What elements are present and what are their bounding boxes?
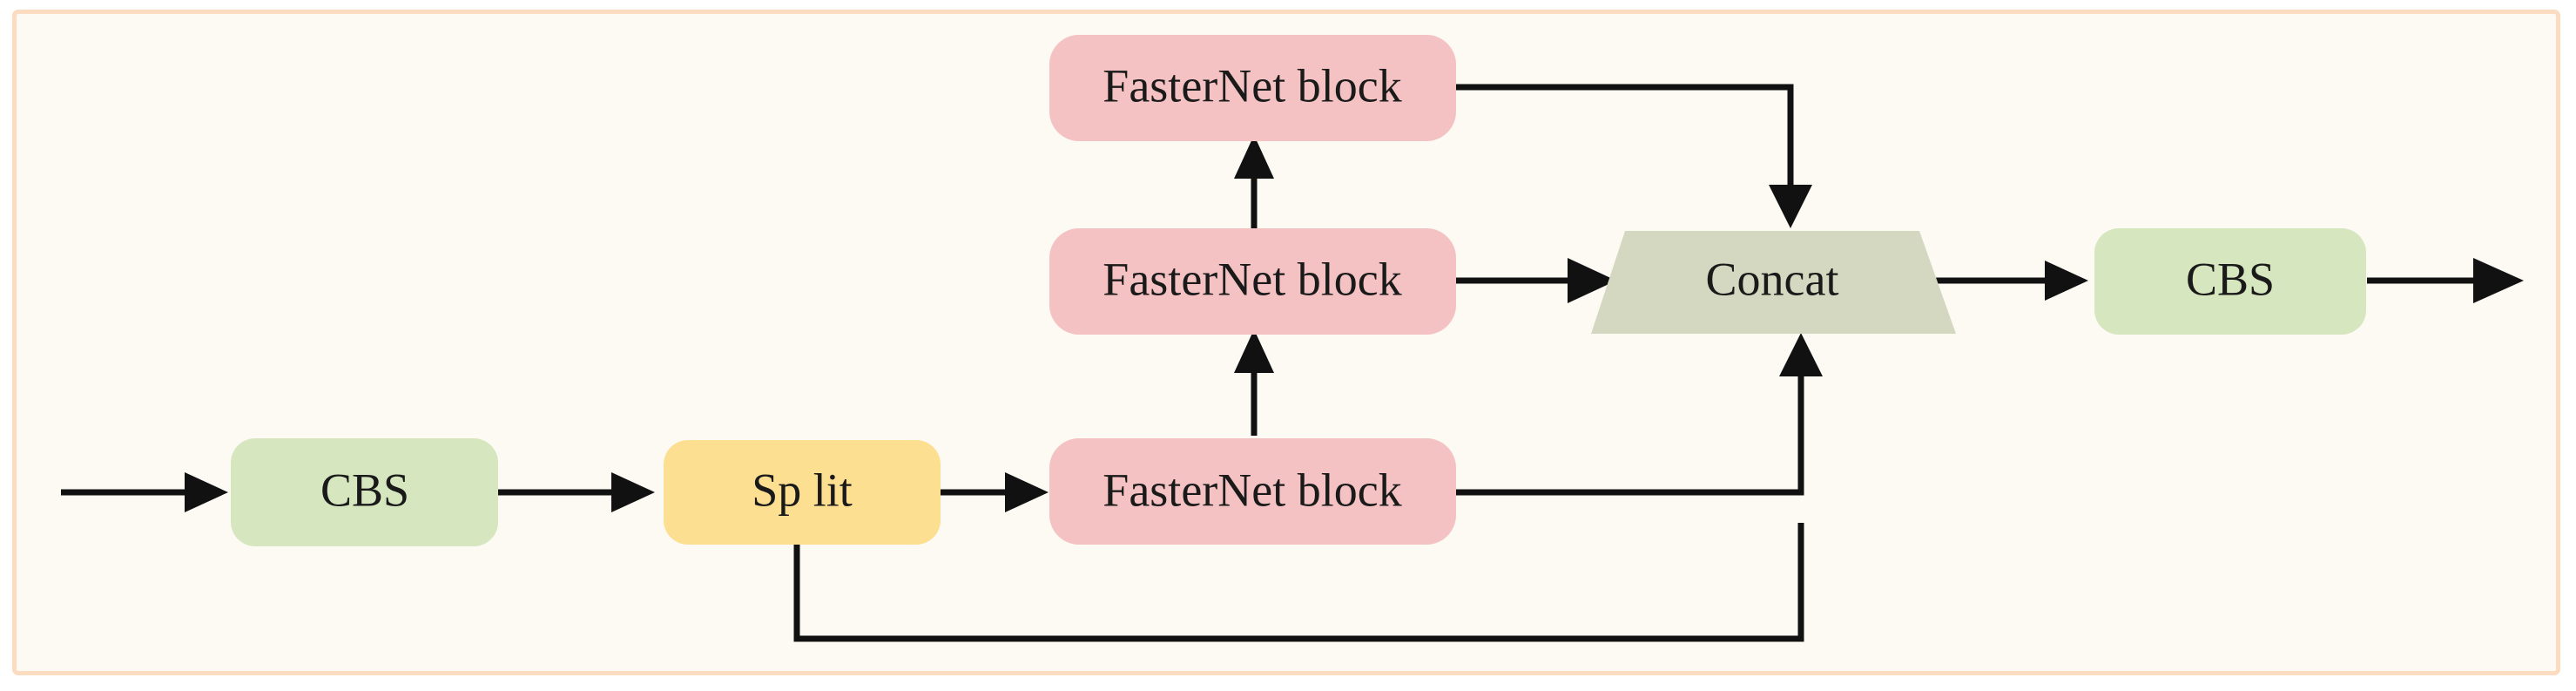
edge-concat-to-cbs-out [1925, 261, 2088, 301]
edge-cbs-out-to-output [2367, 258, 2524, 303]
concat-label: Concat [1706, 253, 1839, 305]
node-split[interactable]: Sp lit [664, 440, 941, 545]
cbs-in-label: CBS [320, 464, 409, 516]
node-fasternet-top[interactable]: FasterNet block [1049, 35, 1456, 141]
fasternet-top-label: FasterNet block [1103, 59, 1401, 112]
node-fasternet-middle[interactable]: FasterNet block [1049, 228, 1456, 335]
cbs-out-shape[interactable] [2094, 228, 2366, 335]
edge-split-bypass-to-concat [793, 523, 1804, 642]
edge-fasternet-top-to-concat [1453, 84, 1812, 228]
node-cbs-out[interactable]: CBS [2094, 228, 2366, 335]
concat-shape[interactable] [1591, 231, 1956, 334]
edge-fasternet-middle-to-concat [1453, 258, 1616, 303]
edge-split-to-fasternet-bottom [941, 472, 1049, 512]
edge-fasternet-bottom-to-concat [1453, 333, 1823, 496]
split-shape[interactable] [664, 440, 941, 545]
node-fasternet-bottom[interactable]: FasterNet block [1049, 438, 1456, 545]
fasternet-middle-shape[interactable] [1049, 228, 1456, 335]
split-label: Sp lit [752, 464, 853, 516]
fasternet-bottom-label: FasterNet block [1103, 464, 1401, 516]
node-cbs-in[interactable]: CBS [231, 438, 498, 546]
edge-input-to-cbs-in [61, 472, 228, 512]
fasternet-bottom-shape[interactable] [1049, 438, 1456, 545]
edge-cbs-in-to-split [498, 472, 655, 512]
cbs-out-label: CBS [2186, 253, 2275, 305]
edge-fasternet-bottom-to-middle [1234, 329, 1274, 436]
node-concat[interactable]: Concat [1591, 231, 1956, 334]
fasternet-middle-label: FasterNet block [1103, 253, 1401, 305]
cbs-in-shape[interactable] [231, 438, 498, 546]
fasternet-top-shape[interactable] [1049, 35, 1456, 141]
edge-fasternet-middle-to-top [1234, 135, 1274, 234]
